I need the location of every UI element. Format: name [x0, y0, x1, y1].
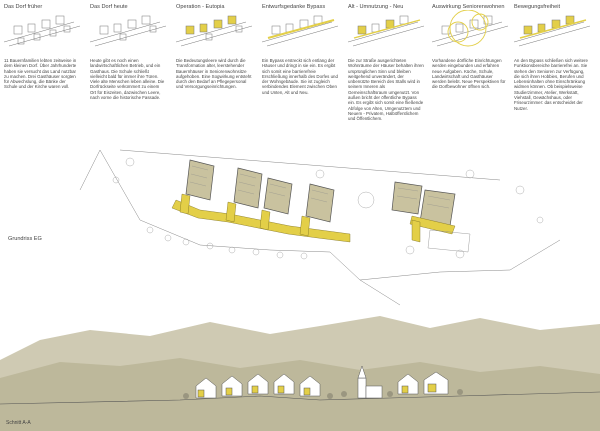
church — [357, 365, 383, 399]
column-title: Alt - Umnutzung - Neu — [348, 4, 404, 10]
site-lines — [79, 149, 561, 306]
column-title: Bewegungsfreiheit — [514, 4, 561, 10]
column-title: Das Dorf früher — [4, 4, 43, 10]
section-trees — [183, 389, 463, 399]
thumb-alt-umnutzung-neu — [347, 15, 425, 47]
trees — [112, 157, 544, 260]
roof-hatching — [189, 165, 451, 209]
thumb-operation-eutopia — [175, 15, 253, 47]
thumb-bewegungsfreiheit — [513, 15, 591, 47]
thumb-auswirkung-seniorenwohnen — [431, 10, 509, 47]
column-title: Operation - Eutopia — [176, 4, 225, 10]
thumb-das-dorf-frueher — [3, 15, 81, 47]
house-4 — [305, 183, 335, 223]
houses — [185, 159, 456, 227]
column-text: Heute gibt es noch einen landwirtschaftl… — [90, 58, 165, 101]
ground-line — [0, 391, 600, 405]
plan-label: Grundriss EG — [8, 236, 42, 242]
bypass-path — [171, 193, 456, 243]
house-3 — [263, 177, 293, 215]
house-5 — [391, 181, 423, 215]
column-title: Das Dorf heute — [90, 4, 128, 10]
column-text: 11 Bauernfamilien lebten zeitweise in de… — [4, 58, 77, 90]
house-1 — [185, 159, 215, 201]
ground-floor-plan — [79, 149, 561, 306]
house-2 — [233, 167, 263, 209]
thumbnail-row — [3, 10, 591, 47]
site-section — [0, 316, 600, 431]
column-text: Vorhandene dörfliche Einrichtungen werde… — [432, 58, 506, 90]
column-text: An den Bypass schließen sich weitere Fun… — [514, 58, 588, 111]
column-text: Die zur Straße ausgerichteten Wohnräume … — [348, 58, 424, 122]
section-houses — [195, 371, 449, 399]
column-title: Entwurfsgedanke Bypass — [262, 4, 326, 10]
thumb-das-dorf-heute — [89, 15, 167, 47]
parking — [427, 229, 471, 253]
section-label: Schnitt A-A — [6, 420, 31, 426]
column-text: Ein Bypass erstreckt sich entlang der Hä… — [262, 58, 338, 95]
thumb-entwurfsgedanke-bypass — [261, 15, 339, 47]
column-text: Die Bedeutungsleere wird durch die Trans… — [176, 58, 252, 90]
column-title: Auswirkung Seniorenwohnen — [432, 4, 505, 10]
